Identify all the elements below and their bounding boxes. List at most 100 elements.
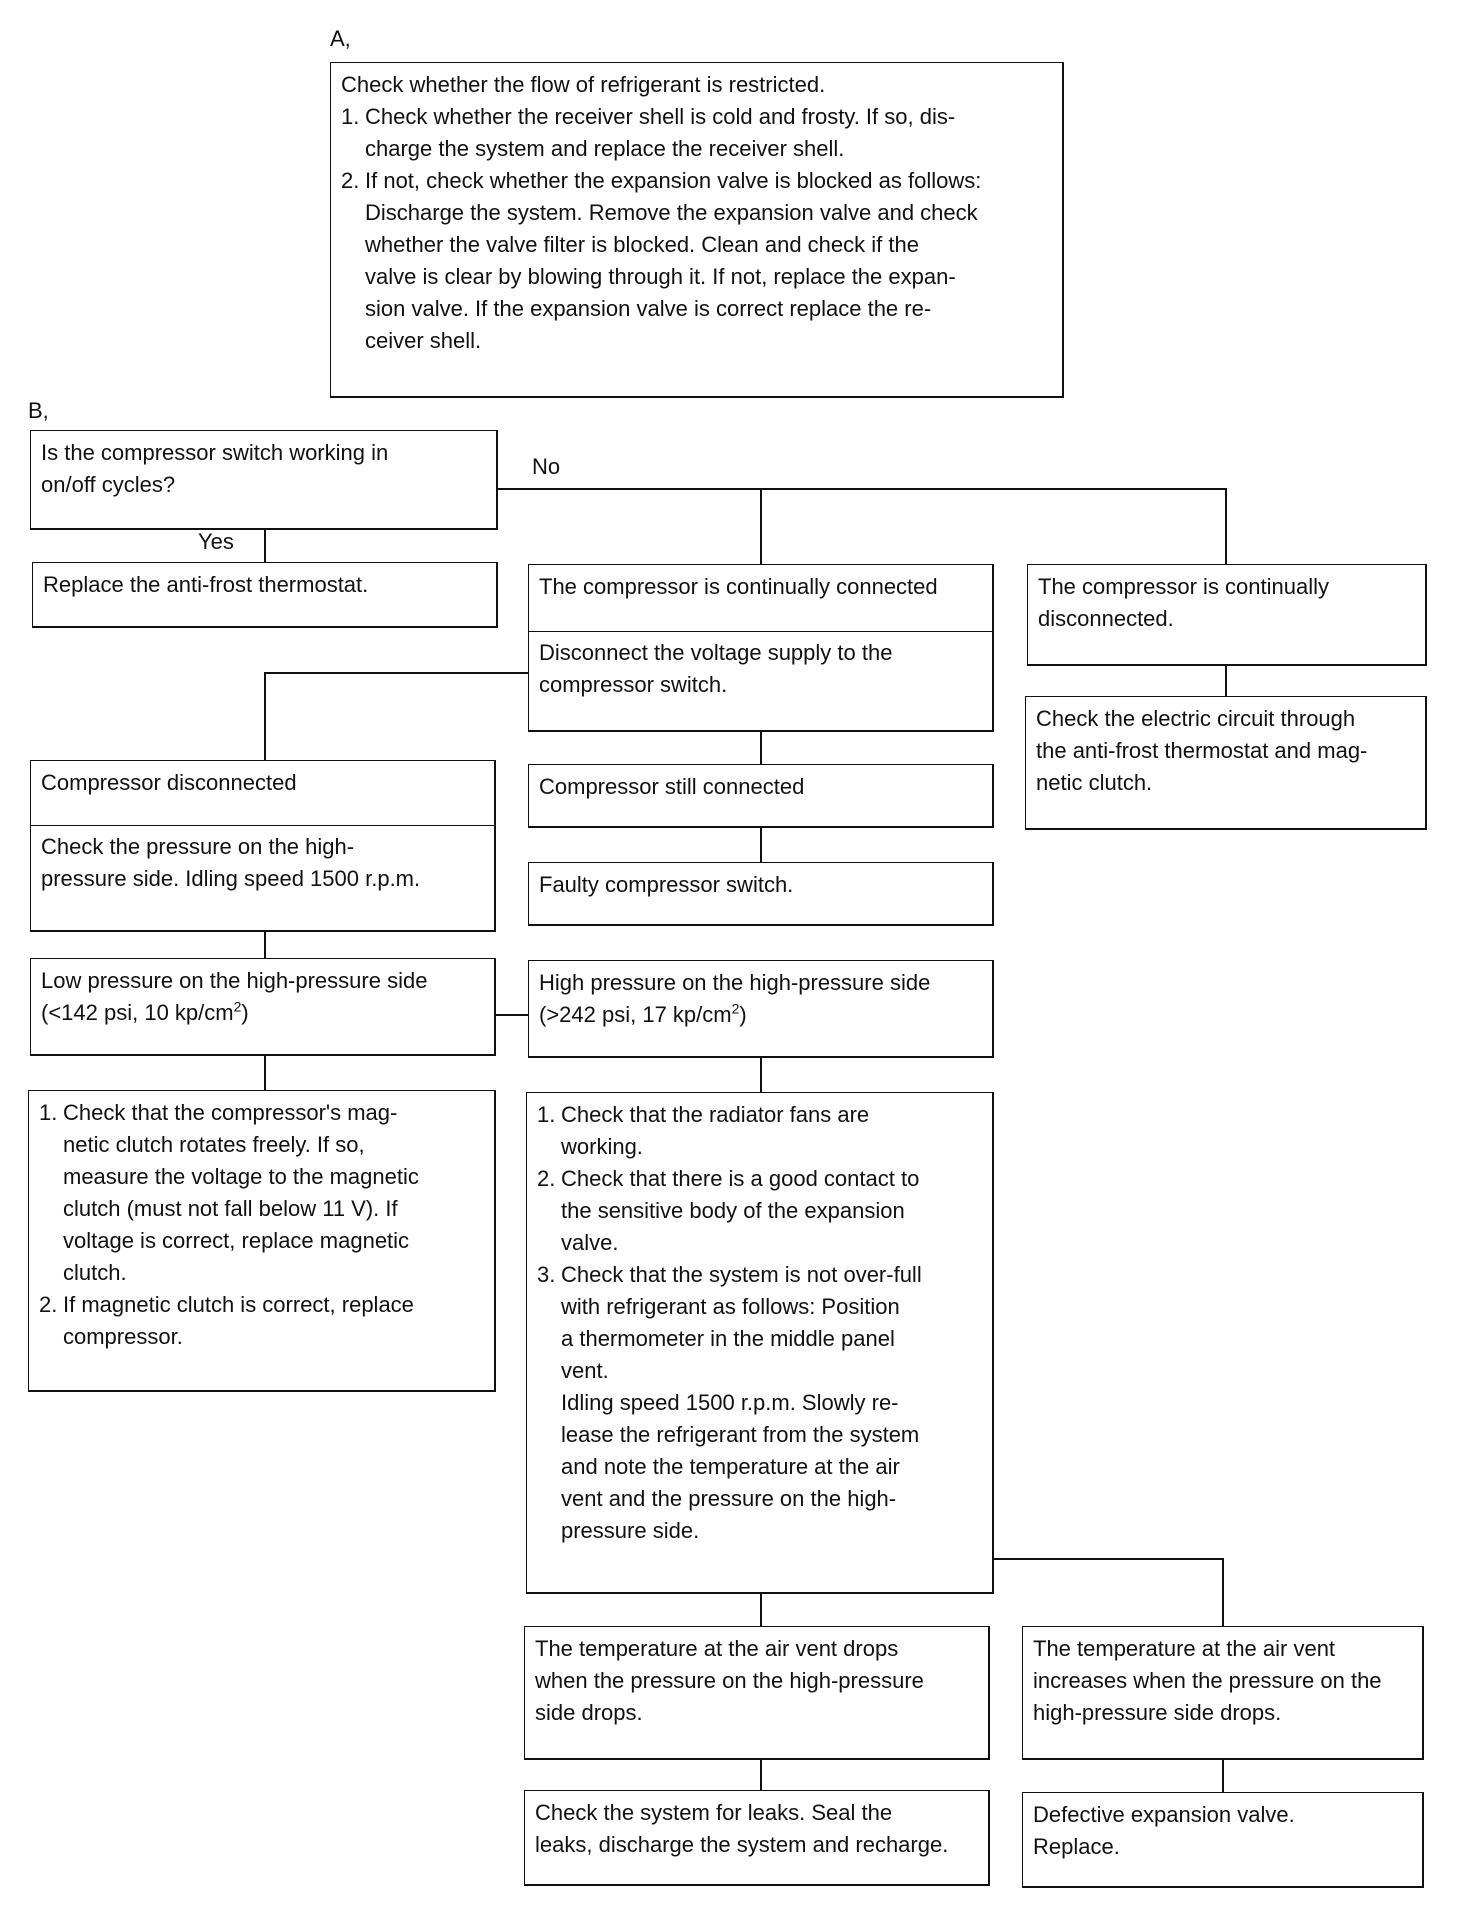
low-pressure-line2: (<142 psi, 10 kp/cm2)	[41, 997, 484, 1029]
list-item: 2.Check that there is a good contact to t…	[537, 1163, 982, 1259]
connector-check-leaks	[760, 1760, 762, 1790]
low-pressure-value: (<142 psi, 10 kp/cm	[41, 1000, 234, 1025]
high-pressure-line2: (>242 psi, 17 kp/cm2)	[539, 999, 982, 1031]
connector-low-steps	[264, 1056, 266, 1090]
continually-connected-text: The compressor is continually connected	[539, 574, 938, 599]
text-line: when the pressure on the high-pressure	[535, 1668, 924, 1693]
defective-valve-box: Defective expansion valve. Replace.	[1022, 1792, 1424, 1888]
text-line: pressure side.	[561, 1518, 700, 1543]
list-number: 1.	[537, 1102, 556, 1127]
high-pressure-box: High pressure on the high-pressure side …	[528, 960, 994, 1058]
connector-to-still-connected	[760, 732, 762, 764]
faulty-switch-box: Faulty compressor switch.	[528, 862, 994, 926]
list-item: 3.Check that the system is not over-full…	[537, 1259, 982, 1547]
connector-disconnect-left	[264, 672, 528, 674]
text-line: disconnected.	[1038, 606, 1174, 631]
text-line: Defective expansion valve.	[1033, 1802, 1295, 1827]
text-line: a thermometer in the middle panel	[561, 1326, 895, 1351]
text-line: Check that there is a good contact to	[561, 1166, 920, 1191]
text-line: The compressor is continually	[1038, 574, 1330, 599]
connector-to-compressor-disconnected	[264, 672, 266, 760]
text-line: clutch (must not fall below 11 V). If	[63, 1196, 398, 1221]
list-number: 2.	[537, 1166, 556, 1191]
connector-high-steps	[760, 1058, 762, 1092]
continually-connected-section: The compressor is continually connected	[529, 565, 992, 609]
text-line: Check the system for leaks. Seal the	[535, 1800, 893, 1825]
low-pressure-line1: Low pressure on the high-pressure side	[41, 968, 428, 993]
text-line: vent.	[561, 1358, 609, 1383]
text-line: side drops.	[535, 1700, 643, 1725]
list-item: 1.Check whether the receiver shell is co…	[341, 101, 1052, 165]
connector-to-pressure	[264, 932, 266, 958]
text-line: measure the voltage to the magnetic	[63, 1164, 419, 1189]
still-connected-text: Compressor still connected	[539, 774, 805, 799]
text-line: ceiver shell.	[365, 328, 482, 353]
text-line: high-pressure side drops.	[1033, 1700, 1282, 1725]
replace-thermostat-text: Replace the anti-frost thermostat.	[43, 572, 369, 597]
text-line: Check the electric circuit through	[1036, 706, 1356, 731]
text-line: whether the valve filter is blocked. Cle…	[365, 232, 919, 257]
list-number: 2.	[341, 168, 360, 193]
text-line: the sensitive body of the expansion	[561, 1198, 905, 1223]
continually-connected-box: The compressor is continually connected …	[528, 564, 994, 732]
text-line: Replace.	[1033, 1834, 1120, 1859]
list-number: 2.	[39, 1292, 58, 1317]
high-pressure-line1: High pressure on the high-pressure side	[539, 970, 931, 995]
question-text: Is the compressor switch working in on/of…	[41, 437, 486, 501]
text-line: If not, check whether the expansion valv…	[365, 168, 982, 193]
text-line: and note the temperature at the air	[561, 1454, 900, 1479]
text-line: Check that the compressor's mag-	[63, 1100, 398, 1125]
text-line: The temperature at the air vent drops	[535, 1636, 899, 1661]
text-line: Check that the system is not over-full	[561, 1262, 922, 1287]
text-line: Idling speed 1500 r.p.m. Slowly re-	[561, 1390, 899, 1415]
compressor-disconnected-box: Compressor disconnected Check the pressu…	[30, 760, 496, 932]
connector-temp-drops	[760, 1594, 762, 1626]
low-pressure-steps: 1.Check that the compressor's mag-netic …	[39, 1097, 484, 1353]
text-line: pressure side. Idling speed 1500 r.p.m.	[41, 866, 421, 891]
closing-paren: )	[241, 1000, 249, 1025]
defective-valve-text: Defective expansion valve. Replace.	[1033, 1799, 1412, 1863]
connector-low-high	[496, 1014, 528, 1016]
text-line: Discharge the system. Remove the expansi…	[365, 200, 978, 225]
box-divider	[31, 825, 494, 826]
temp-increases-box: The temperature at the air vent increases…	[1022, 1626, 1424, 1760]
text-line: netic clutch rotates freely. If so,	[63, 1132, 365, 1157]
text-line: voltage is correct, replace magnetic	[63, 1228, 410, 1253]
text-line: If magnetic clutch is correct, replace	[63, 1292, 414, 1317]
still-connected-box: Compressor still connected	[528, 764, 994, 828]
continually-disconnected-box: The compressor is continually disconnecte…	[1027, 564, 1427, 666]
text-line: lease the refrigerant from the system	[561, 1422, 920, 1447]
connector-no-horizontal	[498, 488, 1226, 490]
list-number: 1.	[341, 104, 360, 129]
check-leaks-box: Check the system for leaks. Seal the leak…	[524, 1790, 990, 1886]
temp-increases-text: The temperature at the air vent increases…	[1033, 1633, 1412, 1729]
text-line: Is the compressor switch working in	[41, 440, 389, 465]
text-line: valve.	[561, 1230, 619, 1255]
section-b-label: B,	[28, 398, 49, 423]
text-line: sion valve. If the expansion valve is co…	[365, 296, 932, 321]
connector-temp-increases	[1222, 1558, 1224, 1626]
connector-no-center	[760, 488, 762, 564]
connector-disconnected-circuit	[1225, 666, 1227, 696]
text-line: on/off cycles?	[41, 472, 176, 497]
check-pressure-text: Check the pressure on the high-pressure …	[41, 831, 484, 895]
yes-label: Yes	[198, 529, 234, 554]
text-line: compressor.	[63, 1324, 183, 1349]
section-a-intro: Check whether the flow of refrigerant is…	[341, 72, 826, 97]
text-line: The temperature at the air vent	[1033, 1636, 1336, 1661]
list-item: 2.If magnetic clutch is correct, replace…	[39, 1289, 484, 1353]
connector-defective-valve	[1222, 1760, 1224, 1792]
compressor-disconnected-section: Compressor disconnected	[31, 761, 494, 805]
text-line: Check whether the receiver shell is cold…	[365, 104, 956, 129]
text-line: leaks, discharge the system and recharge…	[535, 1832, 949, 1857]
superscript: 2	[233, 998, 242, 1015]
connector-to-faulty-switch	[760, 828, 762, 862]
connector-no-right	[1225, 488, 1227, 564]
text-line: increases when the pressure on the	[1033, 1668, 1382, 1693]
check-leaks-text: Check the system for leaks. Seal the leak…	[535, 1797, 978, 1861]
